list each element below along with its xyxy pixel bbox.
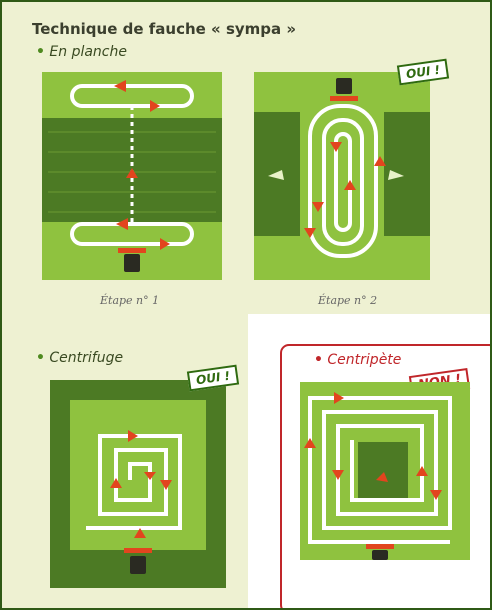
section-label-centripete: • Centripète bbox=[314, 352, 401, 368]
caption-etape1: Étape n° 1 bbox=[100, 294, 159, 307]
diagram-centripete bbox=[300, 382, 470, 560]
section-label-planche: • En planche bbox=[36, 44, 127, 60]
badge-oui-planche: OUI ! bbox=[397, 59, 449, 86]
badge-oui-centrifuge: OUI ! bbox=[187, 365, 239, 392]
diagram-planche-step2 bbox=[254, 72, 430, 280]
section-label-centrifuge: • Centrifuge bbox=[36, 350, 123, 366]
page-title: Technique de fauche « sympa » bbox=[32, 20, 296, 38]
diagram-planche-step1 bbox=[42, 72, 222, 280]
caption-etape2: Étape n° 2 bbox=[318, 294, 377, 307]
diagram-centrifuge bbox=[50, 380, 226, 588]
